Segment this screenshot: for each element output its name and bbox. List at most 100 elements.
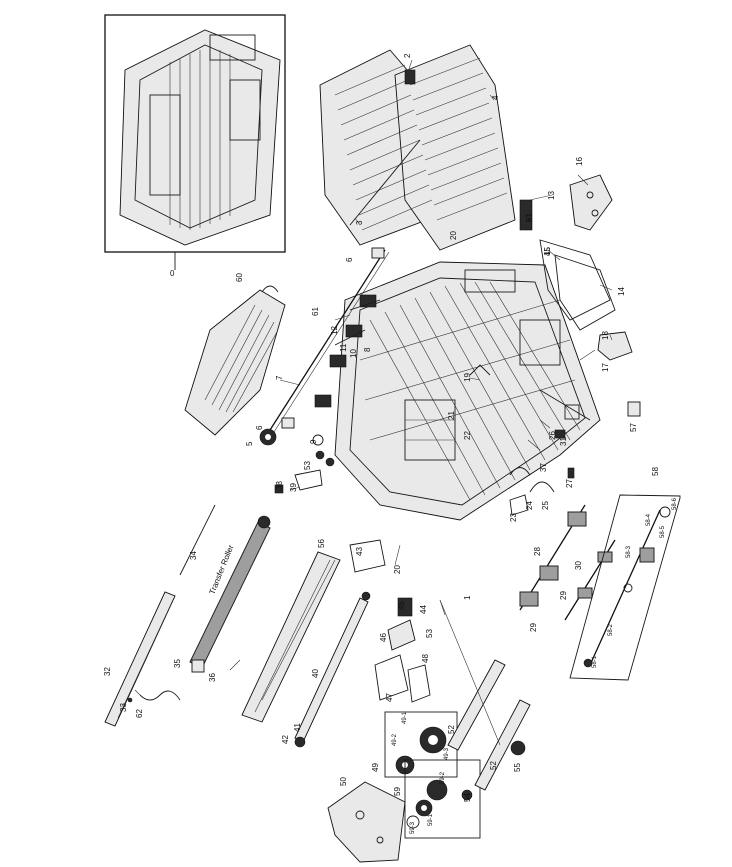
callout-20a: 20 (449, 231, 458, 240)
callout-10: 10 (349, 349, 358, 358)
leader-lines (134, 59, 613, 696)
callout-45a: 45 (397, 601, 406, 610)
callout-30: 30 (574, 561, 583, 570)
callout-49-3: 49-3 (444, 747, 450, 760)
paper-guide-assembly (319, 44, 516, 251)
callout-36: 36 (208, 673, 217, 682)
callout-42: 42 (281, 735, 290, 744)
callout-62: 62 (135, 709, 144, 718)
callout-29b: 29 (559, 591, 568, 600)
callout-14: 14 (617, 287, 626, 296)
callout-33: 33 (119, 703, 128, 712)
callout-59-3: 59-3 (410, 821, 416, 834)
callout-51: 51 (525, 213, 534, 222)
callout-58-1: 58-1 (592, 655, 598, 668)
pickup-units (314, 294, 381, 408)
callout-5: 5 (245, 441, 254, 446)
callout-38: 38 (275, 481, 284, 490)
callout-9: 9 (309, 439, 318, 444)
center-connectors (349, 539, 431, 703)
callout-16: 16 (575, 157, 584, 166)
callout-22: 22 (463, 431, 472, 440)
callout-28: 28 (533, 547, 542, 556)
main-frame (334, 261, 601, 521)
callout-46: 46 (379, 633, 388, 642)
callout-45b: 45 (543, 247, 552, 256)
callout-57: 57 (629, 423, 638, 432)
callout-58-6: 58-6 (672, 497, 678, 510)
rollers-28-30 (519, 504, 616, 621)
callout-48: 48 (421, 654, 430, 663)
callout-37: 37 (539, 463, 548, 472)
callout-61b: 61 (525, 213, 534, 222)
callout-4: 4 (491, 95, 500, 100)
callout-61a: 61 (311, 307, 320, 316)
callout-39: 39 (289, 483, 298, 492)
small-parts-center (469, 364, 575, 516)
shaft-52 (439, 599, 531, 801)
callout-32: 32 (103, 667, 112, 676)
callout-23: 23 (509, 513, 518, 522)
fuser-assembly-60 (184, 285, 286, 436)
shaft-7 (259, 247, 390, 446)
callout-53b: 53 (425, 629, 434, 638)
callout-41: 41 (293, 723, 302, 732)
callout-58: 58 (651, 467, 660, 476)
callout-26: 26 (548, 431, 557, 440)
bracket-plate-50 (327, 781, 406, 863)
callout-18: 18 (601, 331, 610, 340)
callout-12: 12 (330, 326, 339, 335)
shaft-40 (294, 591, 371, 748)
callout-49: 49 (371, 763, 380, 772)
callout-52b: 52 (489, 761, 498, 770)
callout-60: 60 (235, 273, 244, 282)
callout-3: 3 (355, 220, 364, 225)
roller-assembly-58 (569, 494, 681, 681)
callout-21: 21 (447, 411, 456, 420)
callout-53a: 53 (303, 461, 312, 470)
bracket-16 (569, 174, 613, 231)
callout-58-5: 58-5 (660, 525, 666, 538)
callout-59-2: 59-2 (440, 771, 446, 784)
callout-54: 54 (463, 793, 472, 802)
callout-50: 50 (339, 777, 348, 786)
bracket-56 (241, 551, 341, 723)
callout-0: 0 (170, 269, 175, 278)
callout-49-1: 49-1 (402, 711, 408, 724)
callout-47: 47 (385, 693, 394, 702)
callout-11: 11 (339, 343, 348, 352)
callout-24: 24 (525, 501, 534, 510)
callout-56: 56 (317, 539, 326, 548)
bracket-32 (104, 591, 181, 727)
callout-44: 44 (419, 605, 428, 614)
callout-8: 8 (363, 347, 372, 352)
callout-40: 40 (311, 669, 320, 678)
callout-20b: 20 (393, 565, 402, 574)
callout-15a: 15 (543, 247, 552, 256)
callout-7: 7 (275, 375, 284, 380)
transfer-roller (179, 504, 271, 673)
callout-59: 59 (393, 787, 402, 796)
callout-58-2: 58-2 (608, 623, 614, 636)
callout-6b: 6 (255, 425, 264, 430)
callout-25: 25 (541, 501, 550, 510)
callout-49-2: 49-2 (392, 733, 398, 746)
callout-17: 17 (601, 363, 610, 372)
callout-55: 55 (513, 763, 522, 772)
callout-34: 34 (189, 551, 198, 560)
callout-19: 19 (463, 373, 472, 382)
callout-13: 13 (547, 191, 556, 200)
callout-29a: 29 (529, 623, 538, 632)
inset-complete-assembly (104, 14, 286, 270)
callout-59-1: 59-1 (428, 813, 434, 826)
callout-31: 31 (559, 437, 568, 446)
callout-6a: 6 (345, 257, 354, 262)
small-parts-left (274, 434, 335, 494)
callout-1: 1 (463, 595, 472, 600)
callout-58-4: 58-4 (646, 513, 652, 526)
callout-52a: 52 (447, 725, 456, 734)
gear-group-59 (404, 759, 481, 839)
callout-58-3: 58-3 (626, 545, 632, 558)
